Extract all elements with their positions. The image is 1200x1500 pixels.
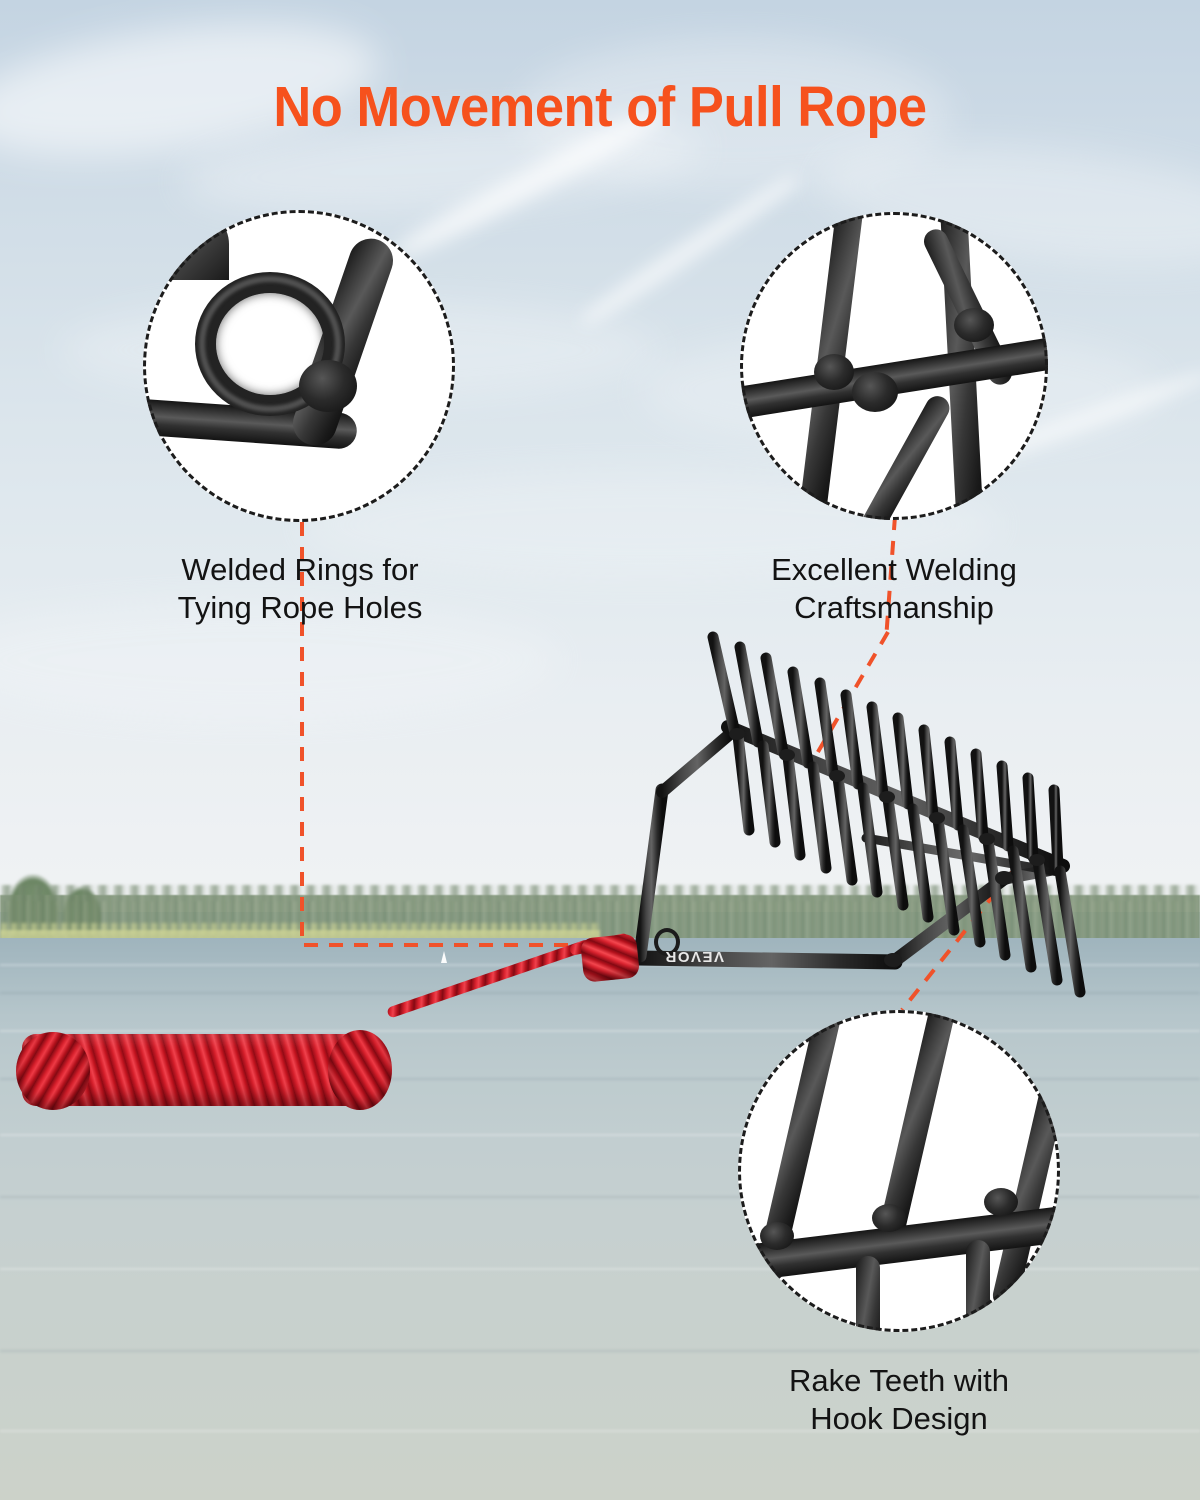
caption-rake-teeth: Rake Teeth with Hook Design xyxy=(789,1363,1009,1436)
water-ripple xyxy=(0,1196,1200,1198)
water-ripple xyxy=(0,1078,1200,1080)
water-ripple xyxy=(0,1030,1200,1032)
callout-rake-teeth xyxy=(738,1010,1060,1332)
callout-welded-rings xyxy=(143,210,455,522)
water-ripple xyxy=(0,1430,1200,1432)
water-ripple xyxy=(0,992,1200,994)
rope-coil-end-left xyxy=(16,1032,90,1110)
tie-rope-ring xyxy=(654,928,680,956)
brand-logo: VEVOR xyxy=(664,948,725,965)
callout-dashed-border xyxy=(738,1010,1060,1332)
water-ripple xyxy=(0,1268,1200,1270)
caption-welded-rings: Welded Rings for Tying Rope Holes xyxy=(177,552,423,625)
callout-dashed-border xyxy=(740,212,1048,520)
caption-excellent-welding: Excellent Welding Craftsmanship xyxy=(771,552,1017,625)
rake-teeth-upper xyxy=(707,631,1064,873)
headline-title: No Movement of Pull Rope xyxy=(273,75,927,139)
distant-sailboat xyxy=(441,951,447,963)
rake-weld-joints xyxy=(729,728,1045,967)
rake-teeth-lower xyxy=(732,730,1086,998)
callout-excellent-welding xyxy=(740,212,1048,520)
rope-coil-end-right xyxy=(328,1030,392,1110)
cloud xyxy=(520,40,950,190)
water-ripple xyxy=(0,1350,1200,1352)
rope-knot xyxy=(579,933,641,983)
callout-dashed-border xyxy=(143,210,455,522)
water-ripple xyxy=(0,1134,1200,1136)
